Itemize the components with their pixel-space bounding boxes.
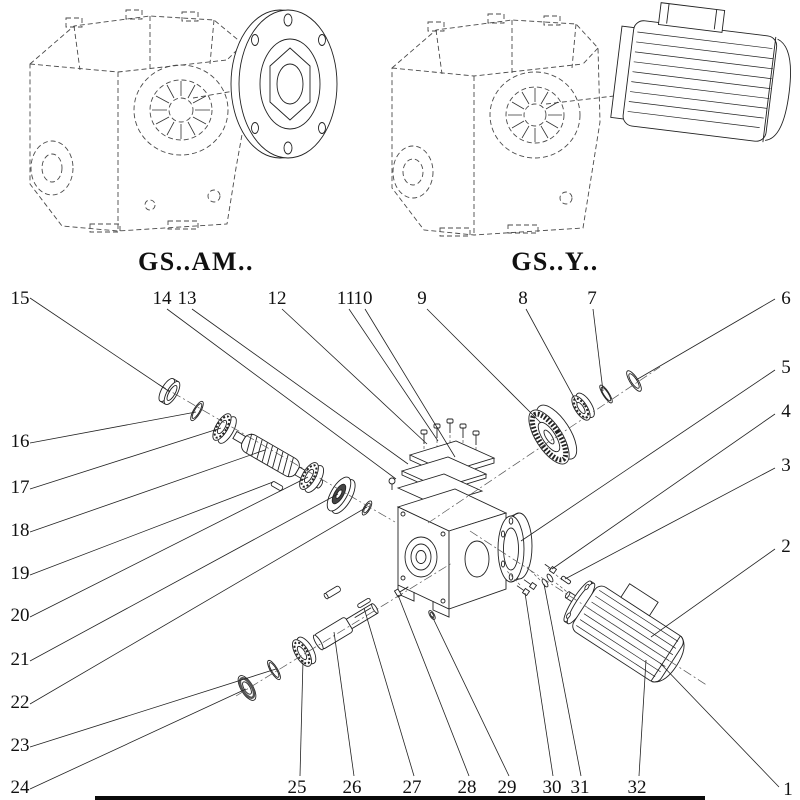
callout-30: 30 (543, 777, 562, 798)
callout-18: 18 (11, 520, 30, 541)
output-oil-seal (237, 675, 257, 701)
retaining-ring (190, 400, 204, 422)
callout-11: 11 (337, 288, 355, 309)
shaft-key-pin (270, 481, 284, 491)
callout-27: 27 (403, 777, 422, 798)
input-boss-hatch-2 (508, 88, 562, 142)
circlip (599, 384, 613, 404)
output-bearing (292, 636, 317, 667)
gearbox-drawing-gs-y (391, 2, 791, 237)
output-flange-cover (497, 512, 533, 583)
flange-fasteners (506, 563, 573, 597)
callout-23: 23 (11, 735, 30, 756)
callout-20: 20 (11, 605, 30, 626)
callout-10: 10 (354, 288, 373, 309)
worm-shaft-assembly (158, 378, 373, 516)
callout-9: 9 (417, 288, 427, 309)
callout-16: 16 (11, 431, 30, 452)
bearing-input-front (212, 413, 237, 444)
callout-21: 21 (11, 649, 30, 670)
dowel-pin (561, 575, 571, 585)
callout-2: 2 (781, 536, 791, 557)
callout-22: 22 (11, 692, 30, 713)
flange-bolt (516, 585, 531, 597)
callout-25: 25 (288, 777, 307, 798)
gear-train-assembly (528, 370, 642, 465)
spacer-ring (361, 500, 373, 516)
callout-12: 12 (268, 288, 287, 309)
callout-4: 4 (781, 401, 791, 422)
callout-24: 24 (11, 777, 31, 798)
washer (541, 578, 549, 588)
motor-attached (610, 2, 791, 143)
flange-bolt (523, 579, 538, 591)
model-label-gs-am: GS..AM.. (138, 247, 254, 276)
output-shaft-assembly (237, 585, 436, 701)
callout-17: 17 (11, 477, 30, 498)
small-pin (323, 585, 341, 600)
callout-32: 32 (628, 777, 647, 798)
callout-14: 14 (153, 288, 173, 309)
input-boss-hatch (152, 81, 210, 139)
gear-housing (396, 488, 508, 618)
callout-26: 26 (343, 777, 362, 798)
motor (563, 580, 685, 683)
callout-6: 6 (781, 288, 791, 309)
vent-plug (388, 477, 396, 490)
callout-numbers: 15 14 13 12 11 10 9 8 7 6 5 4 3 2 16 17 … (11, 288, 793, 800)
gearbox-drawing-gs-am (29, 9, 338, 233)
callout-31: 31 (571, 777, 590, 798)
leader-lines (29, 297, 780, 790)
shaft-key (357, 597, 371, 609)
bearing-gear (571, 392, 595, 421)
callout-15: 15 (11, 288, 30, 309)
page-edge-bar (95, 796, 705, 800)
model-label-gs-y: GS..Y.. (511, 247, 599, 276)
adapter-bolt (544, 563, 558, 575)
input-flange (230, 9, 338, 159)
callout-3: 3 (781, 455, 791, 476)
callout-1: 1 (783, 779, 793, 800)
callout-28: 28 (458, 777, 477, 798)
shim-ring (626, 370, 642, 392)
callout-19: 19 (11, 563, 30, 584)
callout-7: 7 (587, 288, 597, 309)
cover-bolts (420, 418, 480, 445)
worm-gear-disc (326, 476, 356, 514)
callout-5: 5 (781, 357, 791, 378)
center-axes (157, 366, 709, 697)
callout-13: 13 (178, 288, 197, 309)
washer (546, 573, 554, 583)
callout-29: 29 (498, 777, 517, 798)
bearing-input-rear (299, 462, 325, 493)
output-circlip (267, 659, 281, 681)
end-washer (428, 610, 436, 620)
callout-8: 8 (518, 288, 528, 309)
helical-gear (528, 404, 578, 465)
output-shaft (312, 603, 379, 651)
